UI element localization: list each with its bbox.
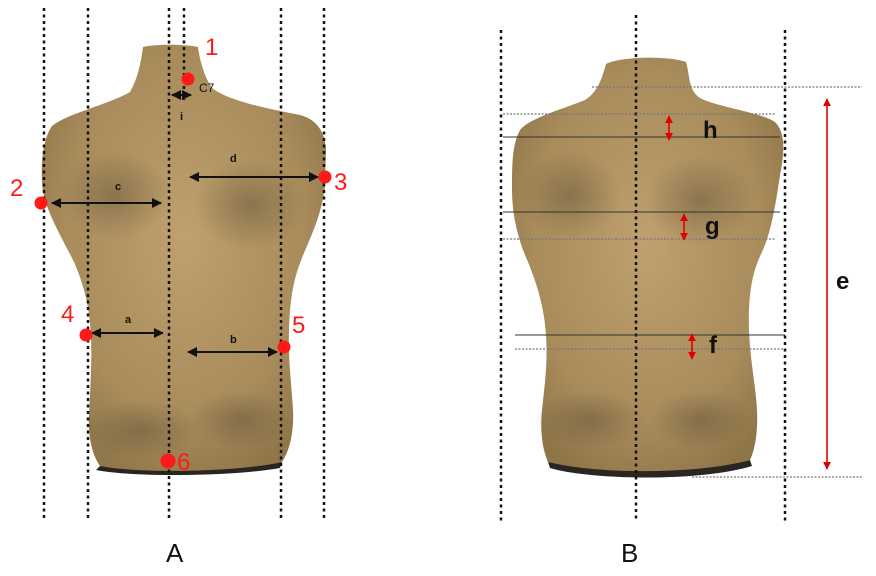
distance-label-a: a [125,314,132,326]
distance-label-e: e [836,268,849,295]
shoulder-shadow [645,155,755,245]
landmark-6-dot [161,454,176,469]
lower-back-shadow [190,390,290,450]
distance-label-g: g [705,213,720,240]
landmark-1-dot [182,73,195,86]
landmark-4-dot [80,329,93,342]
landmark-6-label: 6 [177,449,190,476]
lower-back-shadow [650,390,750,450]
landmark-1-label: 1 [205,34,218,61]
landmark-5-dot [278,341,291,354]
landmark-2-label: 2 [10,175,23,202]
landmark-4-label: 4 [61,301,74,328]
shoulder-shadow [60,150,170,240]
distance-label-c: c [115,181,121,193]
shoulder-shadow [195,160,305,250]
panel-a: i c d a b 1 2 3 4 5 6 C7 A [10,8,347,568]
landmark-3-dot [319,171,332,184]
shoulder-shadow [520,150,620,240]
panel-b: h g f e B [501,15,862,568]
lower-back-shadow [535,390,645,450]
distance-label-h: h [703,117,718,144]
landmark-3-label: 3 [334,169,347,196]
landmark-5-label: 5 [292,312,305,339]
distance-label-i: i [180,111,183,123]
c7-label: C7 [199,81,215,95]
distance-label-f: f [709,332,718,359]
panel-b-caption: B [621,538,638,568]
distance-label-b: b [230,334,237,346]
distance-label-d: d [230,153,237,165]
panel-a-caption: A [166,538,184,568]
landmark-2-dot [35,197,48,210]
